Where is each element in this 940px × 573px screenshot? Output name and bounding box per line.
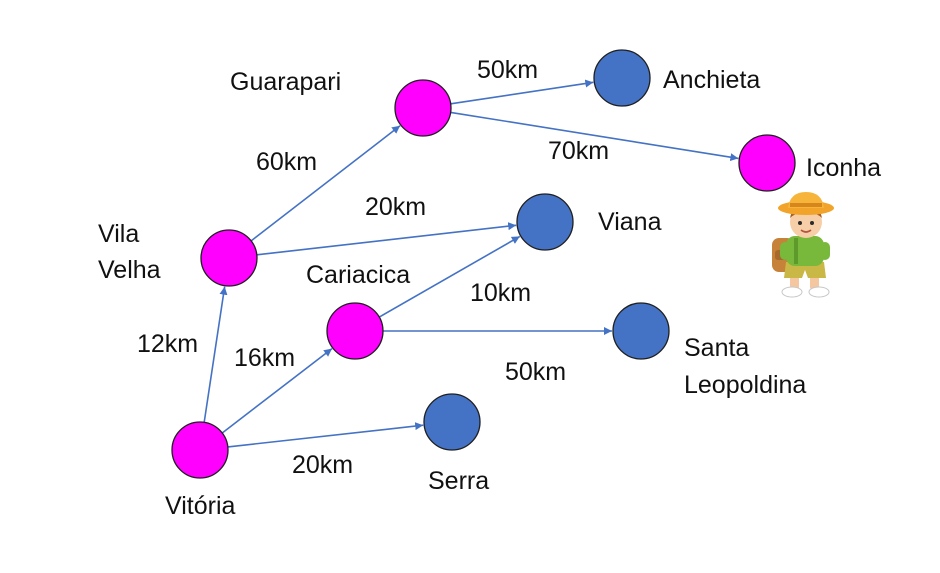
nodes-layer: [171, 49, 796, 479]
edge-label-guarapari-to-anchieta: 50km: [477, 56, 538, 84]
edge-vila_velha-to-viana: [256, 222, 517, 256]
node-cariacica: [326, 302, 384, 360]
edges-layer: [203, 79, 739, 448]
hiker-child-icon: [772, 192, 834, 298]
edge-label-cariacica-to-viana: 10km: [470, 279, 531, 307]
node-santa_leopoldina: [612, 302, 670, 360]
node-label-serra: Serra: [428, 467, 489, 495]
labels-layer: 12km 16km 20km 60km 20km 10km 50km 50km 70kmVitó…: [98, 56, 881, 520]
edge-label-vitoria-to-vila_velha: 12km: [137, 330, 198, 358]
edge-vitoria-to-serra: [227, 422, 424, 448]
node-label-anchieta: Anchieta: [663, 66, 760, 94]
node-viana: [516, 193, 574, 251]
node-anchieta: [593, 49, 651, 107]
edge-guarapari-to-anchieta: [450, 79, 594, 105]
edge-label-vila_velha-to-viana: 20km: [365, 193, 426, 221]
node-vila_velha: [200, 229, 258, 287]
node-label-vitoria: Vitória: [165, 492, 236, 520]
node-vitoria: [171, 421, 229, 479]
node-label-guarapari: Guarapari: [230, 68, 341, 96]
edge-vila_velha-to-guarapari: [250, 125, 401, 242]
node-label-cariacica: Cariacica: [306, 261, 410, 289]
edge-guarapari-to-iconha: [450, 111, 739, 162]
edge-cariacica-to-viana: [378, 235, 521, 318]
edge-vitoria-to-vila_velha: [203, 286, 228, 423]
edge-label-guarapari-to-iconha: 70km: [548, 137, 609, 165]
node-iconha: [738, 134, 796, 192]
edge-label-cariacica-to-santa_leopoldina: 50km: [505, 358, 566, 386]
edge-label-vitoria-to-cariacica: 16km: [234, 344, 295, 372]
node-guarapari: [394, 79, 452, 137]
node-serra: [423, 393, 481, 451]
edge-label-vitoria-to-serra: 20km: [292, 451, 353, 479]
edge-vitoria-to-cariacica: [221, 348, 333, 434]
node-label-viana: Viana: [598, 208, 662, 236]
edge-label-vila_velha-to-guarapari: 60km: [256, 148, 317, 176]
node-label-iconha: Iconha: [806, 154, 881, 182]
